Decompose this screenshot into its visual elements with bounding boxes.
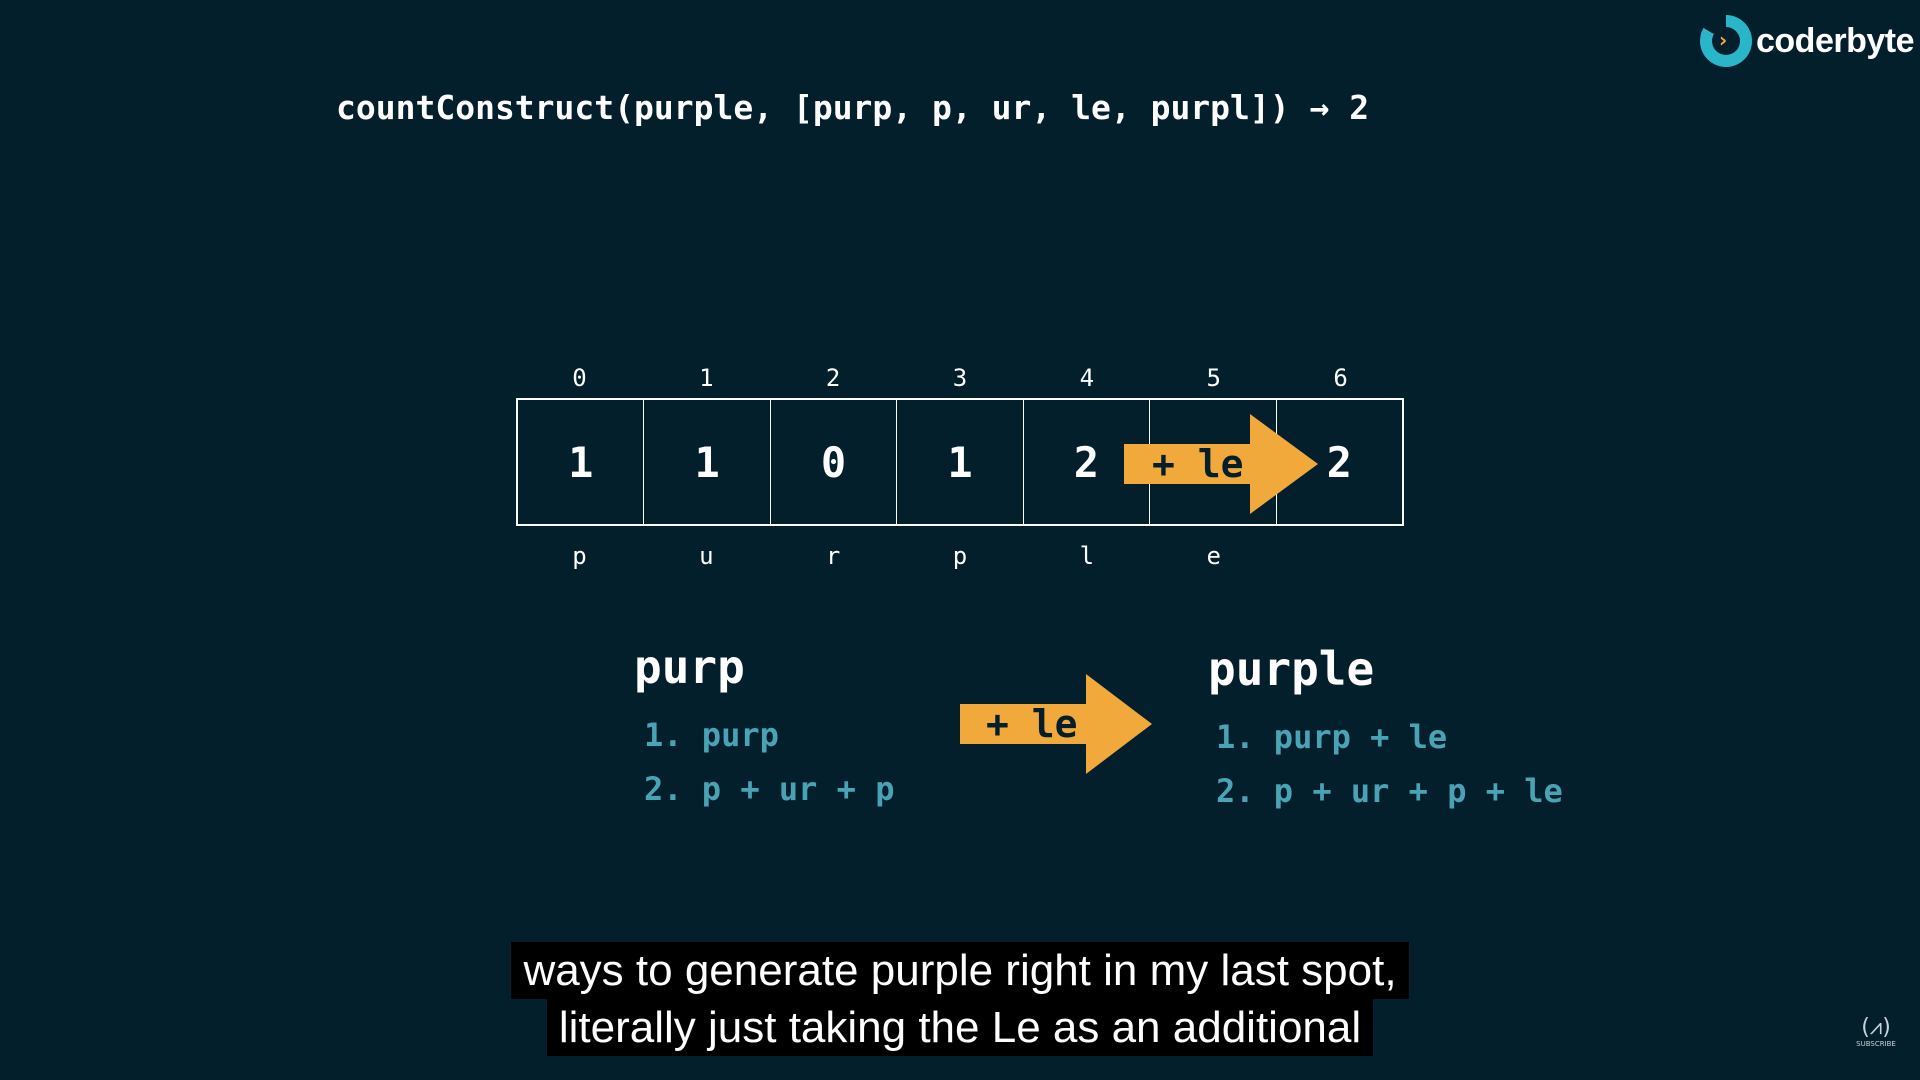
right-heading: purple: [1208, 642, 1375, 696]
middle-arrow-icon: [960, 674, 1152, 774]
left-list-item: 2. p + ur + p: [644, 770, 895, 808]
table-index: 3: [952, 364, 968, 392]
table-index: 6: [1333, 364, 1348, 392]
table-index: 1: [699, 364, 714, 392]
coderbyte-logo: › coderbyte: [1700, 12, 1915, 70]
subscribe-label: SUBSCRIBE: [1856, 1040, 1896, 1048]
right-list-item: 1. purp + le: [1216, 718, 1448, 756]
table-letters: p u r p l e: [516, 542, 1404, 570]
logo-text: coderbyte: [1756, 21, 1915, 60]
table-cell: 1: [644, 400, 771, 524]
table-arrow-label: + le: [1152, 442, 1244, 486]
table-letter: [1277, 542, 1404, 570]
left-heading: purp: [634, 640, 745, 694]
table-cell: 1: [518, 400, 645, 524]
table-letter: p: [572, 542, 587, 570]
right-list-item: 2. p + ur + p + le: [1216, 772, 1563, 810]
table-cell: 2: [1326, 437, 1352, 487]
table-letter: u: [699, 542, 714, 570]
video-caption: ways to generate purple right in my last…: [0, 942, 1920, 1056]
table-index: 0: [572, 364, 587, 392]
page-title: countConstruct(purple, [purp, p, ur, le,…: [336, 88, 1370, 127]
middle-arrow-label: + le: [986, 702, 1078, 746]
table-letter: l: [1079, 542, 1095, 570]
left-list-item: 1. purp: [644, 716, 779, 754]
table-arrow-icon: [1124, 414, 1318, 514]
freecodecamp-icon: (⩘): [1861, 1015, 1891, 1040]
table-cell: 0: [771, 400, 898, 524]
table-letter: r: [825, 542, 841, 570]
table-letter: e: [1206, 542, 1221, 570]
caption-line-1: ways to generate purple right in my last…: [511, 942, 1409, 999]
subscribe-button[interactable]: (⩘) SUBSCRIBE: [1856, 1015, 1896, 1049]
table-index: 2: [825, 364, 841, 392]
table-letter: p: [952, 542, 968, 570]
caption-line-2: literally just taking the Le as an addit…: [546, 999, 1374, 1056]
table-index: 4: [1079, 364, 1095, 392]
table-cell: 1: [897, 400, 1024, 524]
coderbyte-logo-icon: ›: [1700, 15, 1752, 67]
table-index: 5: [1206, 364, 1221, 392]
dp-table: 1 1 0 1 2 2: [516, 398, 1404, 526]
table-indices: 0 1 2 3 4 5 6: [516, 364, 1404, 392]
